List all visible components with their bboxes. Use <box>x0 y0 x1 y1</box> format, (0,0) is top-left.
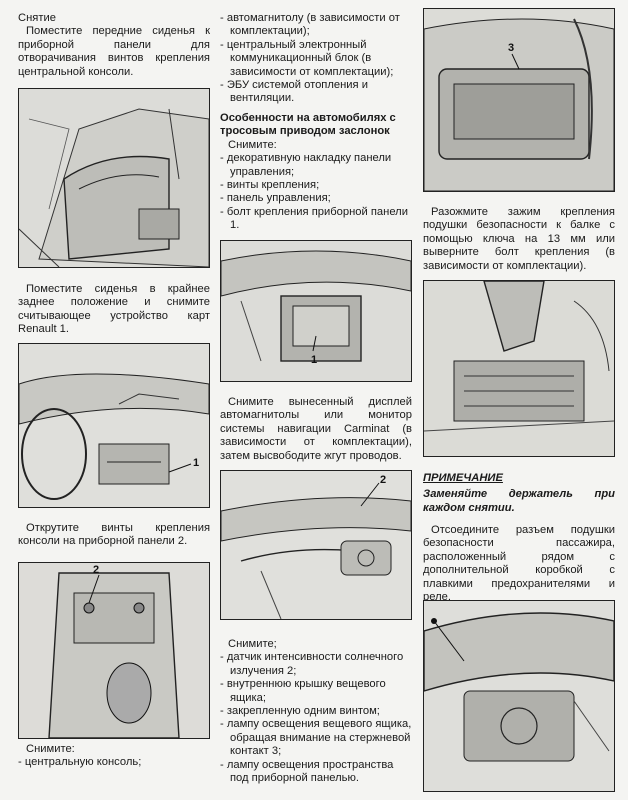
figure-sun-sensor: 2 <box>220 470 412 620</box>
figure-dashboard-underside <box>423 600 615 792</box>
section-heading: Снятие <box>18 12 56 24</box>
dashboard-illustration: 1 <box>19 344 209 507</box>
intro-block: Снятие Поместите передние сиденья к приб… <box>18 12 210 79</box>
paragraph-airbag-clip: Разожмите зажим крепления подушки безопа… <box>423 206 615 272</box>
glovebox-illustration: 3 <box>424 9 614 191</box>
remove-list-bottom: датчик интенсивности солнечного излучени… <box>220 651 412 785</box>
list-item: винты крепления; <box>220 179 412 192</box>
paragraph-block-2: Поместите сиденья в крайнее заднее полож… <box>18 283 210 337</box>
subheading-cable-drive: Особенности на автомобилях с тросовым пр… <box>220 112 396 138</box>
paragraph-remove-display: Снимите вынесенный дисплей автомагнитолы… <box>220 396 412 462</box>
list-item: автомагнитолу (в зависимости от комплект… <box>220 12 412 39</box>
list-item: лампу освещения вещевого ящика, обращая … <box>220 718 412 758</box>
figure-control-panel: 1 <box>220 240 412 382</box>
paragraph-unscrew-console: Открутите винты крепления консоли на при… <box>18 522 210 548</box>
list-item: панель управления; <box>220 192 412 205</box>
list-item: закрепленную одним винтом; <box>220 705 412 718</box>
list-item: лампу освещения пространства под приборн… <box>220 759 412 786</box>
list-item: центральный электронный коммуникационный… <box>220 39 412 79</box>
cable-section: Особенности на автомобилях с тросовым пр… <box>220 112 412 233</box>
paragraph-seats-forward: Поместите передние сиденья к приборной п… <box>18 25 210 78</box>
paragraph-seats-back: Поместите сиденья в крайнее заднее полож… <box>18 283 210 336</box>
callout-1: 1 <box>311 354 317 366</box>
note-text: Заменяйте держатель при каждом снятии. <box>423 488 615 514</box>
list-item: декоративную накладку панели управления; <box>220 152 412 179</box>
remove-list: центральную консоль; <box>18 756 210 769</box>
callout-1: 1 <box>193 457 199 469</box>
paragraph-block-clip: Разожмите зажим крепления подушки безопа… <box>423 206 615 273</box>
paragraph-remove: Снимите: <box>26 743 75 755</box>
list-item: центральную консоль; <box>18 756 210 769</box>
remove-list-top: автомагнитолу (в зависимости от комплект… <box>220 12 412 106</box>
list-block-bottom: Снимите; датчик интенсивности солнечного… <box>220 638 412 785</box>
figure-glovebox: 3 <box>423 8 615 192</box>
list-item: ЭБУ системой отопления и вентиляции. <box>220 79 412 106</box>
figure-center-console <box>18 88 210 268</box>
paragraph-disconnect-airbag: Отсоедините разъем подушки безопасности … <box>423 524 615 604</box>
paragraph-block-display: Снимите вынесенный дисплей автомагнитолы… <box>220 396 412 463</box>
console-screws-illustration: 2 <box>19 563 209 738</box>
remove-list-cable: декоративную накладку панели управления;… <box>220 152 412 232</box>
callout-3: 3 <box>508 42 514 54</box>
paragraph-block-connector: Отсоедините разъем подушки безопасности … <box>423 524 615 604</box>
callout-2: 2 <box>93 564 99 576</box>
paragraph-block-3: Открутите винты крепления консоли на при… <box>18 522 210 549</box>
airbag-bracket-illustration <box>424 281 614 456</box>
paragraph-remove: Снимите; <box>228 638 277 650</box>
figure-console-screws: 2 <box>18 562 210 739</box>
dashboard-underside-illustration <box>424 601 614 791</box>
figure-dashboard-card-reader: 1 <box>18 343 210 508</box>
control-panel-illustration: 1 <box>221 241 411 381</box>
list-item: датчик интенсивности солнечного излучени… <box>220 651 412 678</box>
list-item: болт крепления приборной панели 1. <box>220 206 412 233</box>
note-block: ПРИМЕЧАНИЕ Заменяйте держатель при каждо… <box>423 472 615 515</box>
figure-airbag-bracket <box>423 280 615 457</box>
paragraph-block-4: Снимите: центральную консоль; <box>18 743 210 770</box>
paragraph-remove: Снимите: <box>228 138 277 151</box>
list-block-top: автомагнитолу (в зависимости от комплект… <box>220 12 412 106</box>
note-title: ПРИМЕЧАНИЕ <box>423 472 503 484</box>
console-illustration <box>19 89 209 267</box>
sun-sensor-illustration: 2 <box>221 471 411 619</box>
list-item: внутреннюю крышку вещевого ящика; <box>220 678 412 705</box>
callout-2: 2 <box>380 474 386 486</box>
